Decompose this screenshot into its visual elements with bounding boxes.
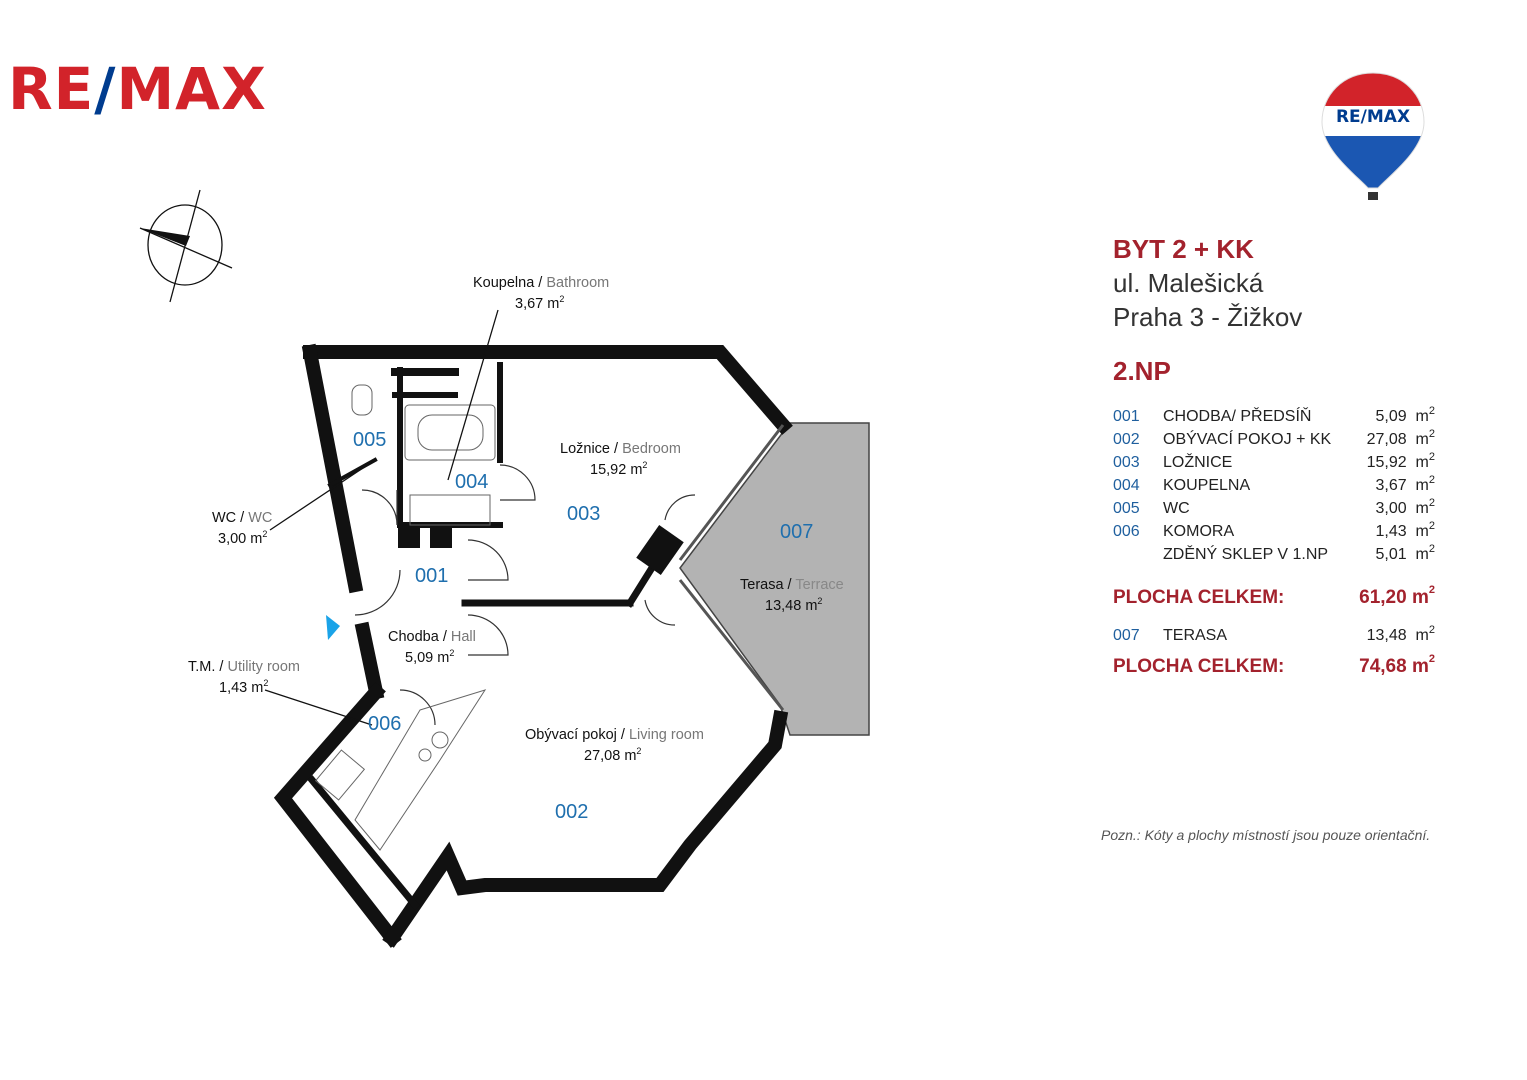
room-number-004: 004	[455, 471, 488, 493]
room-number-006: 006	[368, 713, 401, 735]
logo-max: MAX	[116, 55, 267, 123]
label-terrace: Terasa / Terrace	[740, 577, 844, 593]
door-swings	[354, 464, 696, 726]
total-area-with-terrace: PLOCHA CELKEM:74,68 m2	[1113, 653, 1435, 677]
balloon-text: RE/MAX	[1336, 107, 1410, 127]
room-number-007: 007	[780, 521, 813, 543]
disclaimer-note: Pozn.: Kóty a plochy místností jsou pouz…	[1101, 827, 1431, 843]
remax-logo: RE/MAX	[8, 60, 267, 118]
floor-plan: Koupelna / Bathroom 3,67 m2 Ložnice / Be…	[139, 189, 870, 948]
room-number-001: 001	[415, 565, 448, 587]
label-living: Obývací pokoj / Living room	[525, 727, 704, 743]
north-compass-icon	[139, 189, 233, 303]
terrace-area	[679, 422, 870, 736]
area-bedroom: 15,92 m2	[590, 460, 647, 478]
listing-city: Praha 3 - Žižkov	[1113, 302, 1303, 332]
remax-balloon-logo: RE/MAX	[1321, 72, 1425, 200]
area-hall: 5,09 m2	[405, 648, 454, 666]
entrance-arrow-icon	[326, 615, 340, 640]
total-area-interior: PLOCHA CELKEM:61,20 m2	[1113, 584, 1435, 608]
listing-info: BYT 2 + KK ul. Malešická Praha 3 - Žižko…	[1113, 232, 1453, 686]
area-bathroom: 3,67 m2	[515, 294, 564, 312]
logo-re: RE	[8, 55, 95, 123]
label-wc: WC / WC	[212, 510, 272, 526]
listing-title: BYT 2 + KK	[1113, 234, 1254, 264]
label-hall: Chodba / Hall	[388, 629, 476, 645]
fixtures	[314, 384, 496, 851]
area-utility: 1,43 m2	[219, 678, 268, 696]
label-bedroom: Ložnice / Bedroom	[560, 441, 681, 457]
listing-street: ul. Malešická	[1113, 268, 1264, 298]
area-living: 27,08 m2	[584, 746, 641, 764]
room-number-005: 005	[353, 429, 386, 451]
room-number-002: 002	[555, 801, 588, 823]
area-wc: 3,00 m2	[218, 529, 267, 547]
label-bathroom: Koupelna / Bathroom	[473, 275, 609, 291]
room-number-003: 003	[567, 503, 600, 525]
listing-floor: 2.NP	[1113, 356, 1171, 386]
label-utility: T.M. / Utility room	[188, 659, 300, 675]
walls	[273, 343, 793, 948]
area-terrace: 13,48 m2	[765, 596, 822, 614]
logo-slash: /	[94, 55, 117, 123]
